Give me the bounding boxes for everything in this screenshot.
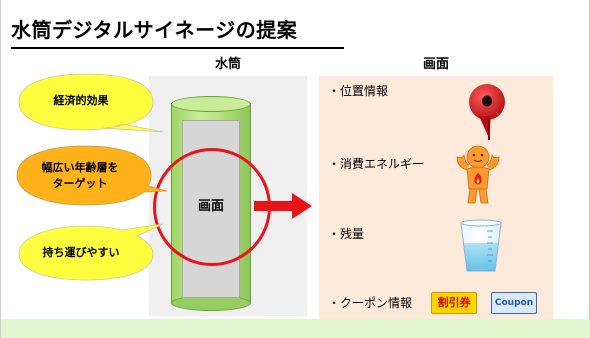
discount-ticket-label: 割引券	[437, 296, 471, 309]
speech-bubble-portable	[18, 223, 164, 281]
coupon-ticket-label: Coupon	[494, 298, 534, 308]
screen-panel-label: 画面	[422, 57, 449, 72]
speech-bubble-economic	[18, 73, 164, 133]
discount-ticket-icon: 割引券	[431, 292, 477, 314]
arrow-right-icon	[254, 193, 312, 219]
speech-bubble-target	[16, 145, 168, 206]
info-item-energy: ・消費エネルギー	[328, 157, 425, 171]
info-item-remaining: ・残量	[328, 227, 365, 241]
title-underline	[11, 47, 344, 49]
info-item-location: ・位置情報	[328, 84, 389, 98]
bottle-panel-label: 水筒	[214, 57, 241, 72]
map-pin-icon	[469, 84, 505, 140]
bubble-text-target: 幅広い年齢層を ターゲット	[41, 161, 119, 190]
bubble-text-portable: 持ち運びやすい	[42, 246, 120, 259]
screen-panel	[319, 76, 553, 319]
bottom-band	[1, 319, 590, 338]
energy-character-icon	[456, 145, 500, 204]
measuring-cup-icon	[460, 219, 502, 272]
coupon-ticket-icon: Coupon	[491, 292, 537, 314]
bubble-text-economic: 経済的効果	[53, 94, 109, 107]
bottle-top	[171, 96, 251, 112]
slide-title: 水筒デジタルサイネージの提案	[11, 18, 298, 42]
info-item-coupon: ・クーポン情報	[328, 296, 413, 310]
